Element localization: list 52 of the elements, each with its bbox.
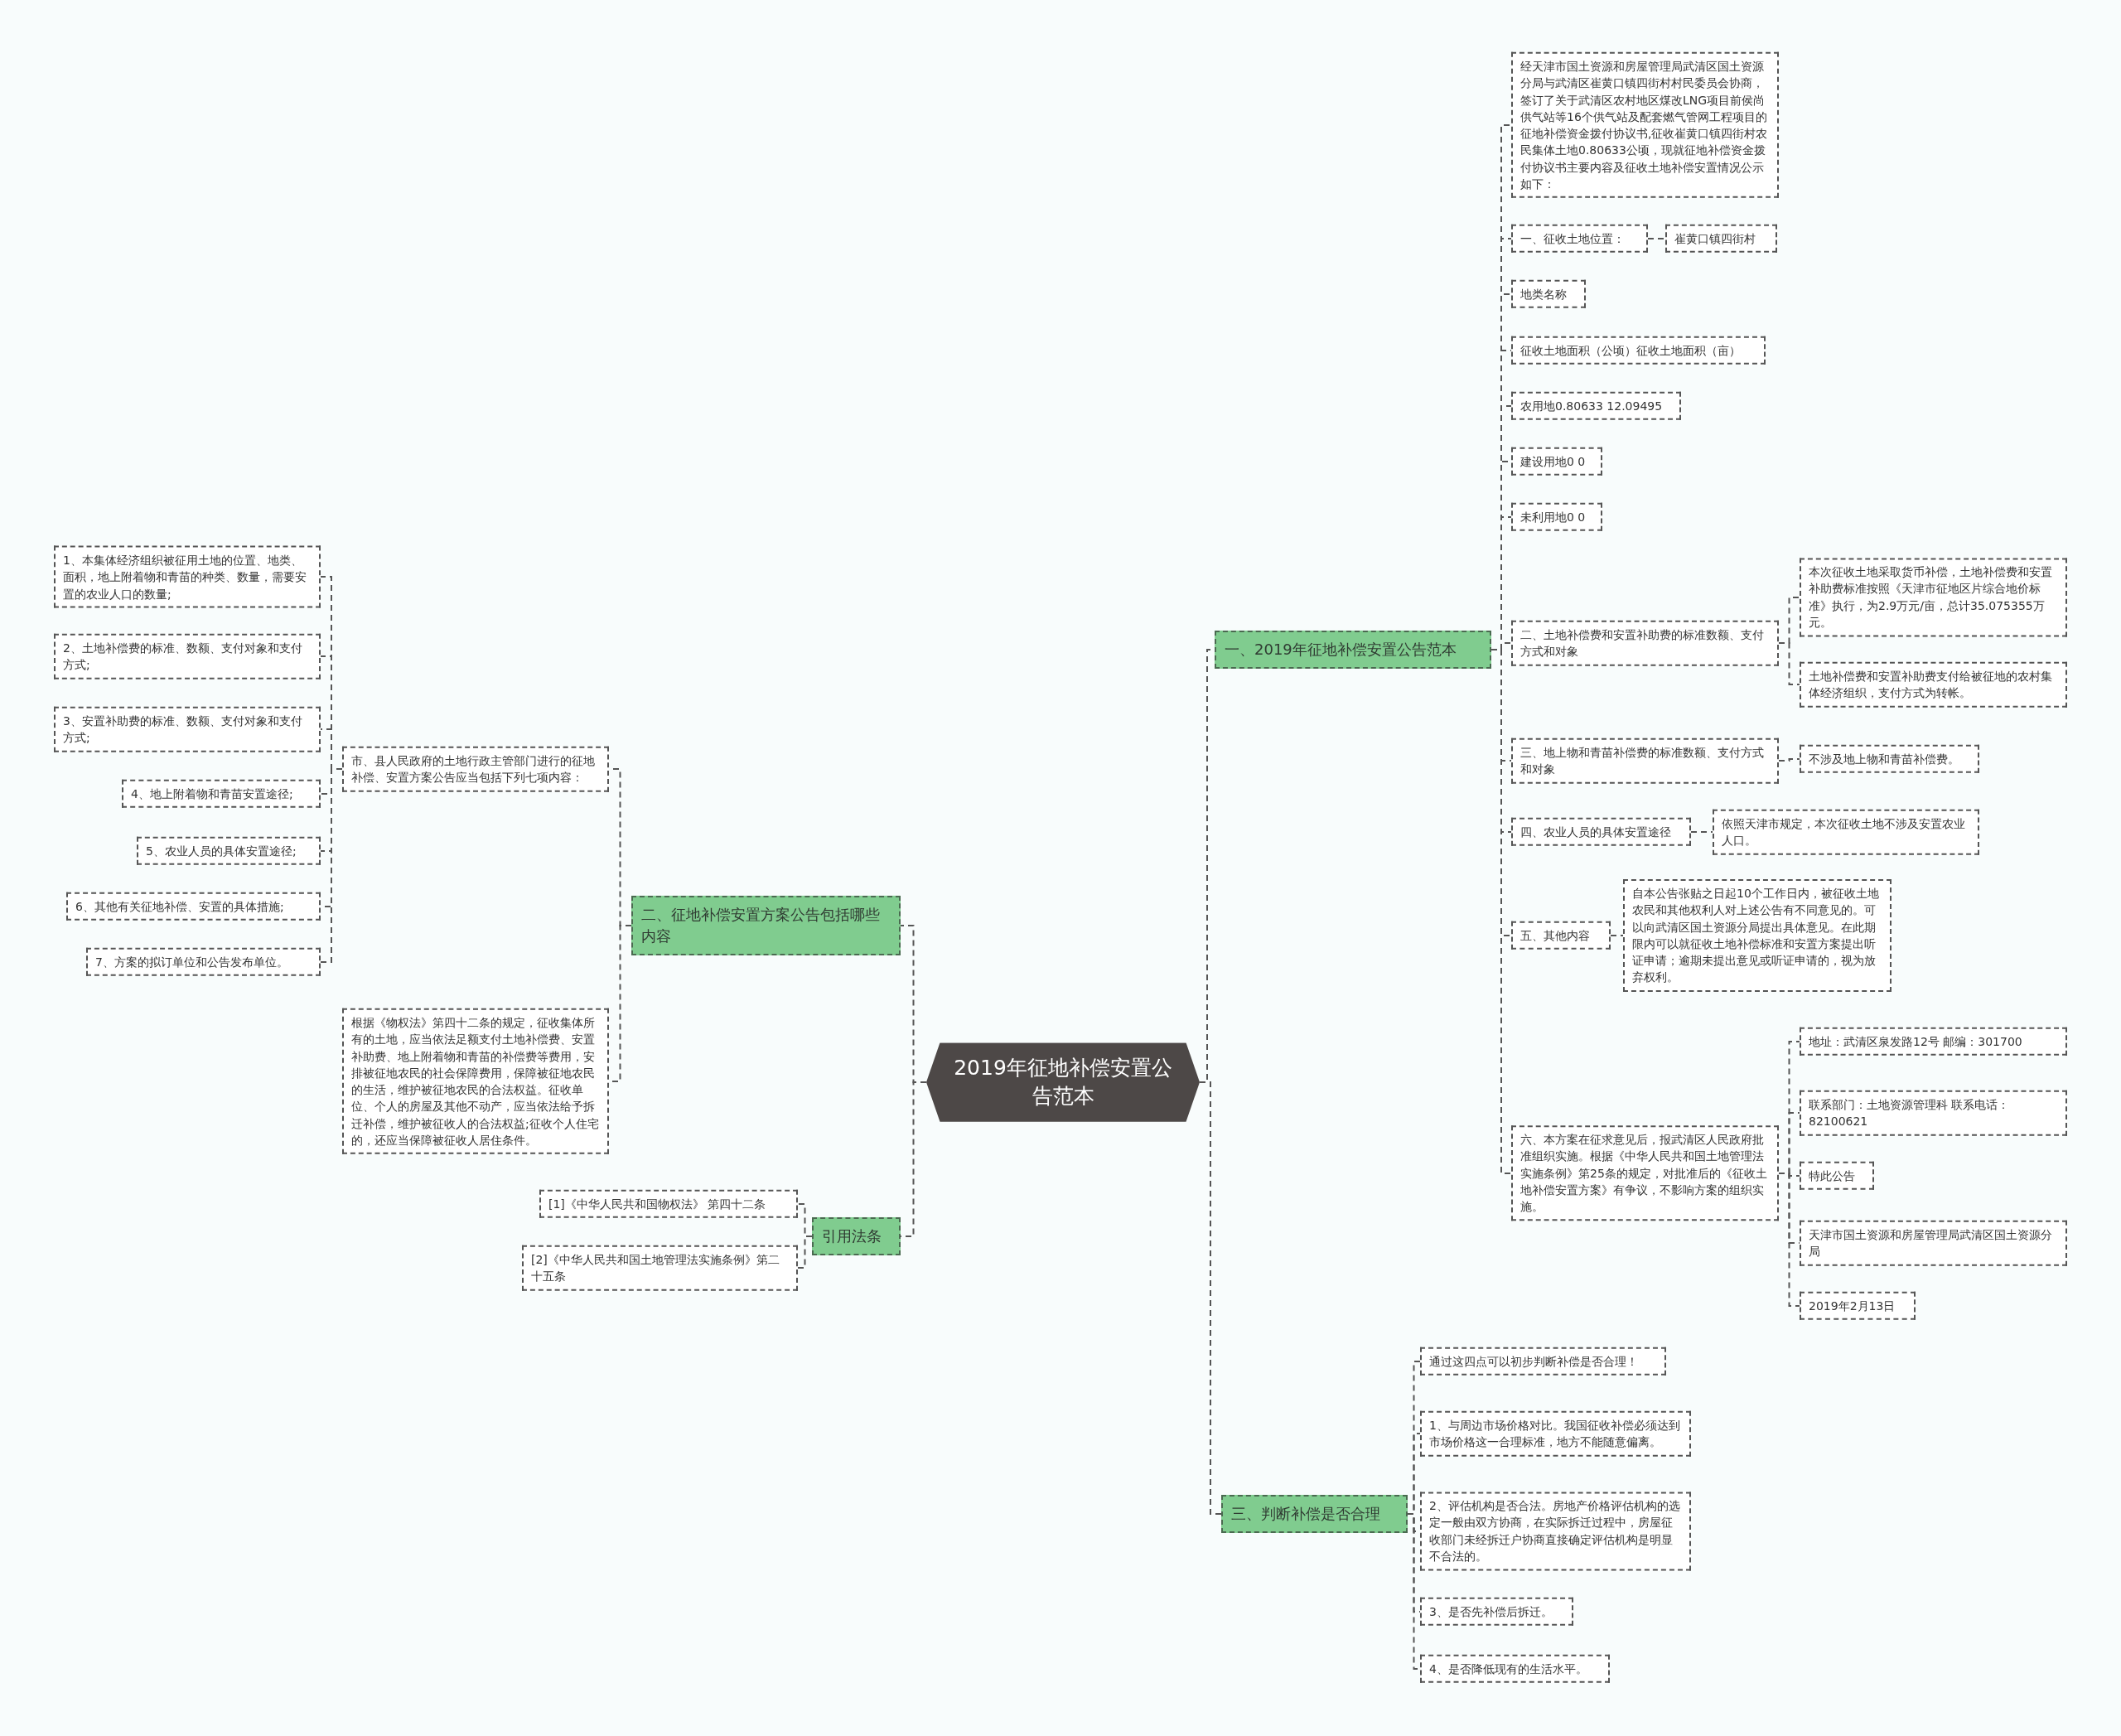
topic-box: 2、土地补偿费的标准、数额、支付对象和支付方式;	[54, 633, 321, 679]
topic-box: 依照天津市规定，本次征收土地不涉及安置农业人口。	[1713, 809, 1979, 855]
branch-topic: 二、征地补偿安置方案公告包括哪些内容	[631, 895, 901, 956]
topic-box: 6、其他有关征地补偿、安置的具体措施;	[66, 892, 321, 921]
topic-box: 自本公告张贴之日起10个工作日内，被征收土地农民和其他权利人对上述公告有不同意见的。可以向武清区国土资源分局提出具体意见。在此期限内可以就征收土地补偿标准和安置方案提出听证申请；逾期未提出意见或听证申请的，视为放弃权利。	[1623, 879, 1892, 992]
connector-line	[1610, 935, 1624, 936]
topic-box: 崔黄口镇四街村	[1665, 224, 1777, 254]
connector-line	[1778, 642, 1800, 685]
topic-box: 5、农业人员的具体安置途径;	[137, 836, 321, 866]
topic-box: 三、地上物和青苗补偿费的标准数额、支付方式和对象	[1511, 737, 1779, 784]
topic-box: 地址：武清区泉发路12号 邮编：301700	[1800, 1027, 2067, 1057]
topic-box: 1、与周边市场价格对比。我国征收补偿必须达到市场价格这一合理标准，地方不能随意偏离。	[1420, 1410, 1691, 1457]
topic-box: 天津市国土资源和房屋管理局武清区国土资源分局	[1800, 1220, 2067, 1266]
topic-box: 一、征收土地位置：	[1511, 224, 1648, 254]
connector-line	[1690, 831, 1713, 833]
topic-box: 联系部门：土地资源管理科 联系电话：82100621	[1800, 1090, 2067, 1136]
topic-box: 四、农业人员的具体安置途径	[1511, 817, 1691, 847]
central-topic: 2019年征地补偿安置公告范本	[926, 1042, 1200, 1122]
topic-box: 不涉及地上物和青苗补偿费。	[1800, 744, 1979, 774]
topic-box: 征收土地面积（公顷）征收土地面积（亩）	[1511, 336, 1766, 365]
topic-box: 市、县人民政府的土地行政主管部门进行的征地补偿、安置方案公告应当包括下列七项内容：	[342, 746, 609, 792]
topic-box: 根据《物权法》第四十二条的规定，征收集体所有的土地，应当依法足额支付土地补偿费、安置补助费、地上附着物和青苗的补偿费等费用，安排被征地农民的社会保障费用，保障被征地农民的生活，维护被征地农民的合法权益。征收单位、个人的房屋及其他不动产，应当依法给予拆迁补偿，维护被征收人的合法权益;征收个人住宅的，还应当保障被征收人居住条件。	[342, 1008, 609, 1155]
topic-box: 1、本集体经济组织被征用土地的位置、地类、面积，地上附着物和青苗的种类、数量，需要安置的农业人口的数量;	[54, 545, 321, 608]
connector-line	[1647, 238, 1666, 239]
topic-box: 4、是否降低现有的生活水平。	[1420, 1654, 1610, 1684]
connector-line	[1778, 758, 1800, 762]
topic-box: 未利用地0 0	[1511, 502, 1602, 532]
topic-box: [1]《中华人民共和国物权法》 第四十二条	[539, 1189, 798, 1219]
topic-box: 2019年2月13日	[1800, 1291, 1916, 1321]
topic-box: 本次征收土地采取货币补偿，土地补偿费和安置补助费标准按照《天津市征地区片综合地价标准》执行，为2.9万元/亩，总计35.075355万元。	[1800, 558, 2067, 637]
branch-topic: 三、判断补偿是否合理	[1221, 1494, 1408, 1534]
topic-box: 3、安置补助费的标准、数额、支付对象和支付方式;	[54, 706, 321, 752]
topic-box: [2]《中华人民共和国土地管理法实施条例》第二十五条	[522, 1245, 798, 1291]
branch-topic: 一、2019年征地补偿安置公告范本	[1215, 630, 1491, 670]
connector-line	[1778, 1173, 1800, 1307]
connector-line	[320, 768, 343, 963]
topic-box: 建设用地0 0	[1511, 447, 1602, 476]
topic-box: 3、是否先补偿后拆迁。	[1420, 1597, 1573, 1627]
topic-box: 五、其他内容	[1511, 921, 1611, 950]
topic-box: 农用地0.80633 12.09495	[1511, 391, 1681, 421]
topic-box: 六、本方案在征求意见后，报武清区人民政府批准组织实施。根据《中华人民共和国土地管理法实施条例》第25条的规定，对批准后的《征收土地补偿安置方案》有争议，不影响方案的组织实施。	[1511, 1125, 1779, 1221]
topic-box: 土地补偿费和安置补助费支付给被征地的农村集体经济组织，支付方式为转帐。	[1800, 661, 2067, 708]
topic-box: 二、土地补偿费和安置补助费的标准数额、支付方式和对象	[1511, 620, 1779, 666]
topic-box: 特此公告	[1800, 1161, 1874, 1191]
branch-topic: 引用法条	[812, 1216, 901, 1256]
topic-box: 通过这四点可以初步判断补偿是否合理！	[1420, 1347, 1666, 1376]
topic-box: 2、评估机构是否合法。房地产价格评估机构的选定一般由双方协商，在实际拆迁过程中，房屋征收部门未经拆迁户协商直接确定评估机构是明显不合法的。	[1420, 1492, 1691, 1571]
topic-box: 地类名称	[1511, 279, 1586, 309]
connector-line	[797, 1236, 813, 1269]
topic-box: 4、地上附着物和青苗安置途径;	[122, 779, 321, 809]
topic-box: 7、方案的拟订单位和公告发布单位。	[86, 947, 321, 977]
topic-box: 经天津市国土资源和房屋管理局武清区国土资源分局与武清区崔黄口镇四街村村民委员会协商，签订了关于武清区农村地区煤改LNG项目前侯尚供气站等16个供气站及配套燃气管网工程项目的征地补偿资金拨付协议书,征收崔黄口镇四街村农民集体土地0.80633公顷，现就征地补偿资金拨付协议书主要内容及征收土地补偿安置情况公示如下：	[1511, 51, 1779, 199]
